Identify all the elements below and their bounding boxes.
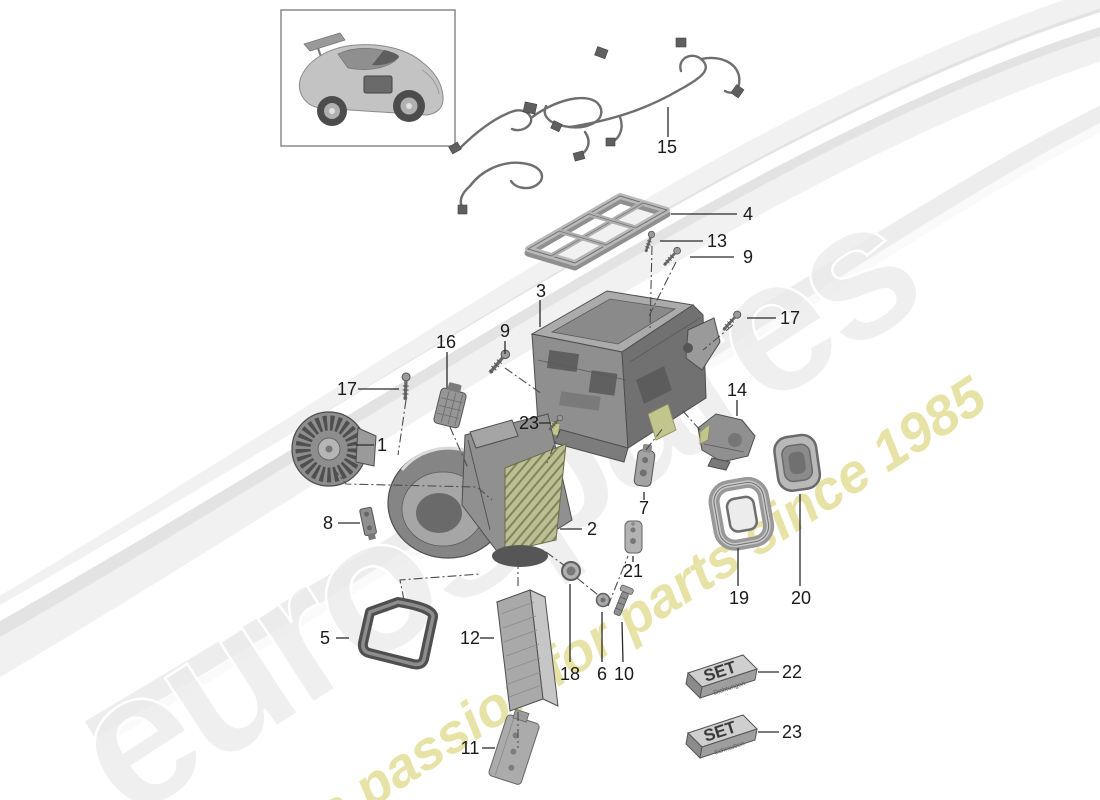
part-label-3[interactable]: 3 [536, 281, 546, 301]
car-rear-wing [303, 32, 346, 52]
part-label-12[interactable]: 12 [460, 628, 480, 648]
part-label-22[interactable]: 22 [782, 662, 802, 682]
filter-frame [524, 193, 671, 271]
part-label-2[interactable]: 2 [587, 519, 597, 539]
car-thumbnail [280, 9, 456, 147]
part-label-7[interactable]: 7 [639, 498, 649, 518]
blower-motor [291, 411, 377, 487]
bellows-seal-right [773, 433, 822, 492]
grommet [561, 561, 581, 581]
part-label-1[interactable]: 1 [377, 435, 387, 455]
part-label-20[interactable]: 20 [791, 588, 811, 608]
part-label-23-mid[interactable]: 23 [519, 413, 539, 433]
part-label-13[interactable]: 13 [707, 231, 727, 251]
part-label-19[interactable]: 19 [729, 588, 749, 608]
part-label-5[interactable]: 5 [320, 628, 330, 648]
wiring-harness [448, 37, 745, 215]
leader-lines [336, 107, 801, 749]
part-label-11[interactable]: 11 [461, 738, 480, 758]
valve-unit [633, 443, 656, 487]
nut [595, 592, 611, 608]
part-label-17-right[interactable]: 17 [780, 308, 800, 328]
part-label-23-kit[interactable]: 23 [782, 722, 802, 742]
mounting-bracket [488, 708, 540, 785]
part-label-18[interactable]: 18 [560, 664, 580, 684]
hvac-housing-lower [387, 413, 573, 567]
part-label-16[interactable]: 16 [436, 332, 456, 352]
hvac-housing-upper [530, 290, 721, 463]
part-label-14[interactable]: 14 [727, 380, 747, 400]
servo-motor [697, 413, 756, 471]
cabin-filter [495, 589, 559, 712]
part-label-9-left[interactable]: 9 [500, 321, 510, 341]
part-label-4[interactable]: 4 [743, 204, 753, 224]
assembly-guide-lines [332, 245, 734, 748]
part-label-17-left[interactable]: 17 [337, 379, 357, 399]
part-label-10[interactable]: 10 [614, 664, 634, 684]
background-swoosh [0, 0, 1100, 746]
part-label-15[interactable]: 15 [657, 137, 677, 157]
screw-kit-box: SET Schrauben [685, 714, 758, 760]
part-label-9-right[interactable]: 9 [743, 247, 753, 267]
retaining-clip [359, 506, 377, 541]
car-windshield [372, 50, 400, 66]
bellows-seal-left [708, 476, 775, 551]
bolt [613, 584, 634, 616]
blower-resistor [433, 382, 467, 429]
seal-kit-box: SET Dichtungen [685, 654, 758, 700]
part-label-8[interactable]: 8 [323, 513, 333, 533]
part-label-21[interactable]: 21 [623, 561, 643, 581]
car-hvac-module [363, 75, 393, 94]
seal-gasket [357, 597, 438, 670]
sensor-unit [624, 520, 643, 554]
part-label-6[interactable]: 6 [597, 664, 607, 684]
